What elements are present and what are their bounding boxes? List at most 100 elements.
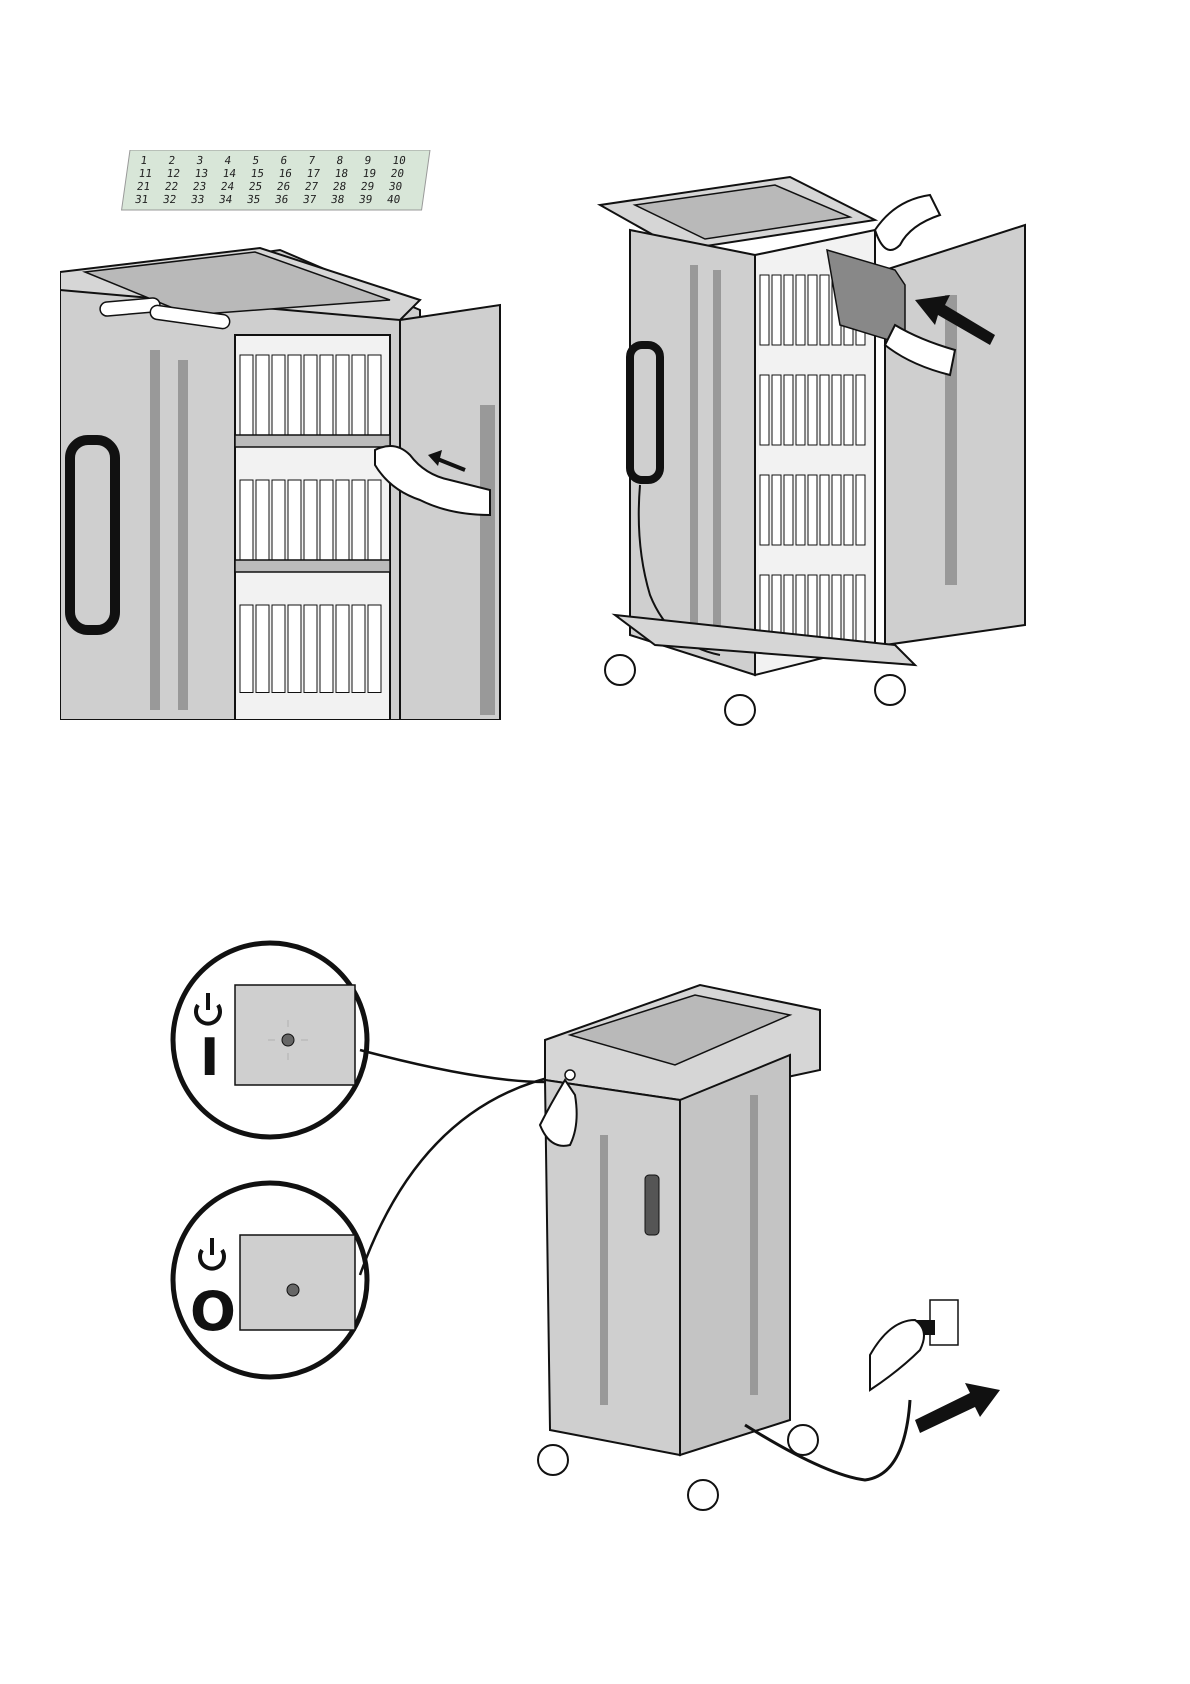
device-slot (336, 480, 349, 568)
device-slot (760, 275, 769, 345)
device-slot (272, 480, 285, 568)
device-slot (856, 575, 865, 645)
label-sheet-number: 21 (136, 180, 151, 193)
device-slot (320, 480, 333, 568)
label-sheet-number: 25 (248, 180, 263, 193)
label-sheet-number: 11 (138, 167, 153, 180)
device-slot (760, 375, 769, 445)
device-slot (368, 605, 381, 693)
power-off-symbol: O (190, 1280, 236, 1343)
device-slot (256, 480, 269, 568)
power-illustration: I O (170, 935, 1060, 1515)
label-sheet-number: 12 (166, 167, 181, 180)
shelf (235, 560, 390, 572)
label-sheet-number: 16 (278, 167, 293, 180)
label-sheet-number: 17 (306, 167, 321, 180)
device-slot (820, 275, 829, 345)
device-slot (288, 605, 301, 693)
device-slot (336, 605, 349, 693)
cart-side (680, 1055, 790, 1455)
device-slot (352, 355, 365, 443)
device-slot (272, 605, 285, 693)
arrow-icon (915, 1383, 1000, 1433)
label-sheet-number: 31 (134, 193, 149, 206)
device-slot (272, 355, 285, 443)
label-sheet-number: 38 (330, 193, 345, 206)
label-sheet-number: 37 (302, 193, 317, 206)
device-slot (808, 375, 817, 445)
device-slot (856, 475, 865, 545)
label-sheet-number: 13 (194, 167, 209, 180)
label-sheet-number: 18 (334, 167, 349, 180)
power-on-symbol: I (200, 1028, 219, 1088)
device-slot (256, 355, 269, 443)
label-sheet-number: 27 (304, 180, 319, 193)
label-sheet-number: 40 (386, 193, 401, 206)
device-slot (820, 575, 829, 645)
label-sheet-number: 39 (358, 193, 373, 206)
device-slot (336, 355, 349, 443)
device-slot (352, 605, 365, 693)
device-slot (784, 475, 793, 545)
device-slot (240, 605, 253, 693)
device-slot (320, 605, 333, 693)
device-slot (796, 275, 805, 345)
label-sheet-number: 26 (276, 180, 291, 193)
device-slot (772, 275, 781, 345)
label-sheet-number: 10 (392, 154, 407, 167)
device-slot (240, 355, 253, 443)
device-slot (820, 475, 829, 545)
device-slot (784, 375, 793, 445)
device-slot (304, 355, 317, 443)
device-slot (844, 575, 853, 645)
device-slot (832, 375, 841, 445)
power-button[interactable] (565, 1070, 575, 1080)
device-slot (304, 605, 317, 693)
device-slot (760, 475, 769, 545)
cart-closeup-illustration: 1234567891011121314151617181920212223242… (60, 150, 550, 720)
label-sheet-number: 22 (164, 180, 179, 193)
label-sheet-number: 32 (162, 193, 177, 206)
device-slot (808, 575, 817, 645)
label-sheet-number: 28 (332, 180, 347, 193)
cart-full-illustration (595, 175, 1035, 740)
label-sheet-number: 33 (190, 193, 205, 206)
device-slot (368, 480, 381, 568)
label-sheet-number: 36 (274, 193, 289, 206)
device-slot (856, 375, 865, 445)
power-off-callout: O (173, 1183, 367, 1377)
device-slot (796, 475, 805, 545)
label-sheet-number: 20 (390, 167, 405, 180)
step-power-and-unplug: I O (170, 935, 1060, 1515)
device-slot (832, 475, 841, 545)
label-sheet-number: 19 (362, 167, 377, 180)
device-slot (784, 275, 793, 345)
shelf (235, 435, 390, 447)
label-sheet-number: 30 (388, 180, 403, 193)
device-slot (320, 355, 333, 443)
device-slot (772, 475, 781, 545)
device-slot (844, 375, 853, 445)
device-slot (832, 575, 841, 645)
device-slot (288, 355, 301, 443)
device-slot (240, 480, 253, 568)
device-slot (808, 275, 817, 345)
step-insert-panel (595, 175, 1035, 740)
label-sheet-number: 29 (360, 180, 375, 193)
device-slot (368, 355, 381, 443)
device-slot (820, 375, 829, 445)
device-slot (796, 375, 805, 445)
label-sheet-number: 15 (250, 167, 265, 180)
device-slot (256, 605, 269, 693)
power-on-callout: I (173, 943, 367, 1137)
label-sheet-number: 34 (218, 193, 233, 206)
label-sheet-number: 23 (192, 180, 207, 193)
device-slot (352, 480, 365, 568)
hand-icon (870, 1320, 924, 1390)
device-slot (304, 480, 317, 568)
label-sheet-number: 14 (222, 167, 237, 180)
label-sheet-number: 24 (220, 180, 235, 193)
device-slot (288, 480, 301, 568)
cart-lock (645, 1175, 659, 1235)
